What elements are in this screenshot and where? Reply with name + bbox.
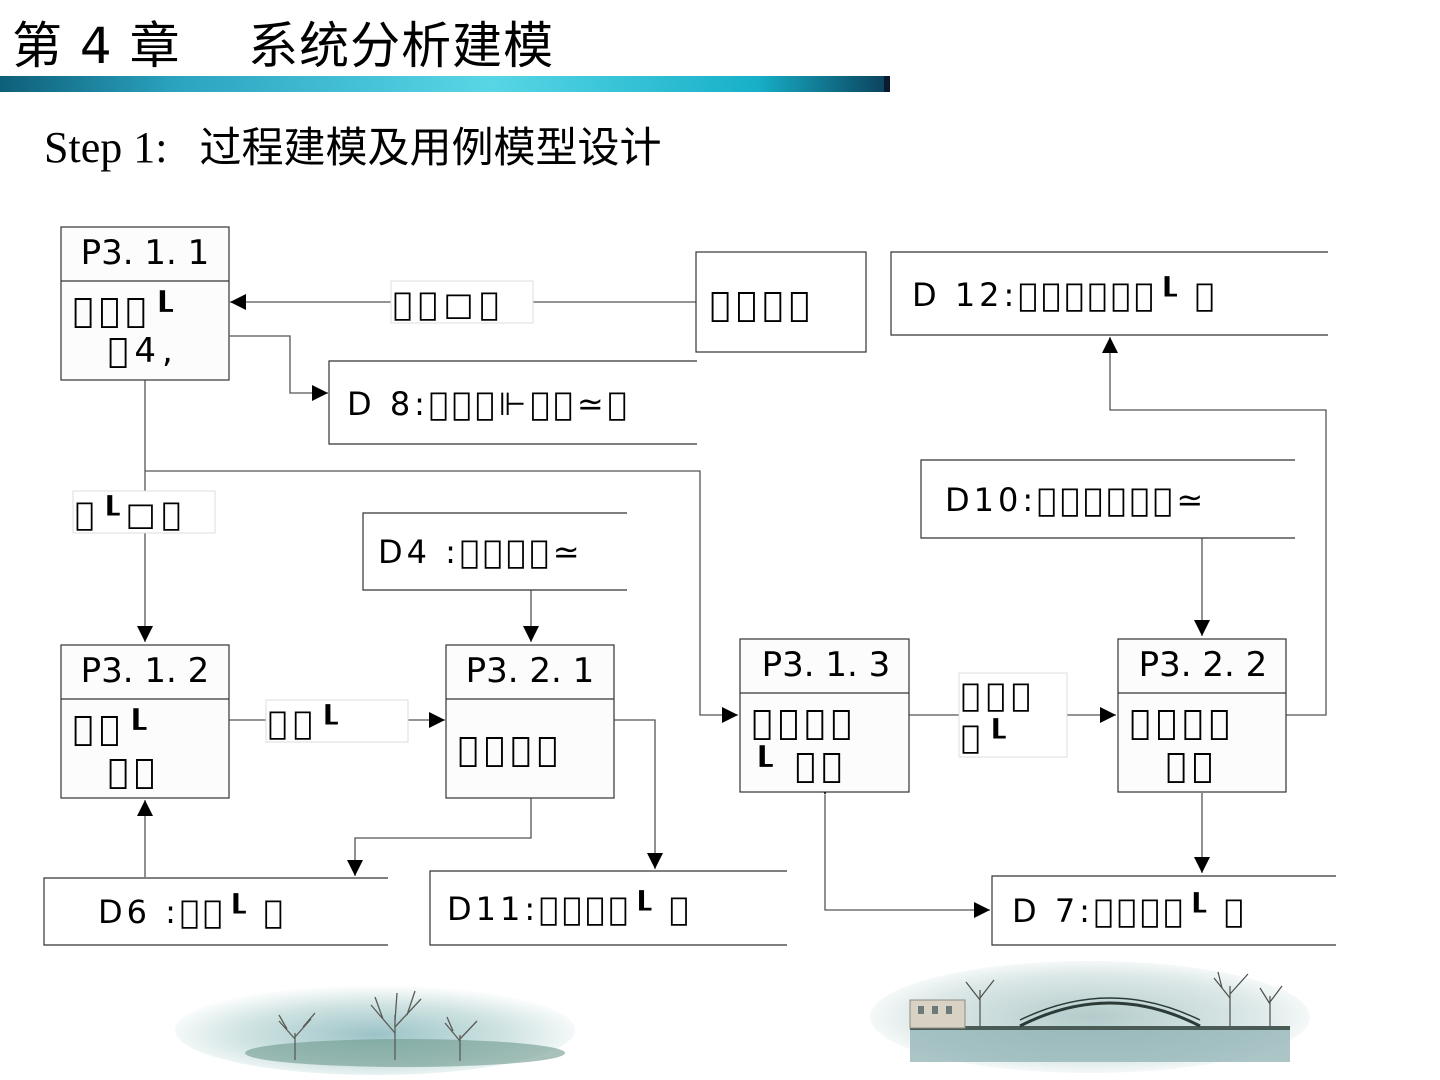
process-id: P3. 2. 1: [466, 651, 595, 691]
process-name: 󰀀4,: [108, 331, 179, 371]
flow-p322-to-d12: [1102, 337, 1327, 716]
data-store-d12: D 12:󰀀󰀀󰀀󰀀󰀀󰀀┖ 󰀀: [912, 275, 1218, 314]
process-p322: P3. 2. 2 󰀀󰀀󰀀󰀀 󰀀󰀀: [1117, 638, 1287, 793]
title-accent-bar: [0, 76, 890, 92]
process-p312: P3. 1. 2 󰀀󰀀┖ 󰀀󰀀: [60, 644, 230, 799]
flow-p311-to-p313: [145, 470, 738, 723]
process-p313: P3. 1. 3 󰀀󰀀󰀀󰀀 ┖ 󰀀󰀀: [739, 638, 910, 793]
process-id: P3. 1. 2: [81, 651, 210, 691]
process-id: P3. 1. 1: [81, 233, 210, 273]
process-name: 󰀀󰀀󰀀┖: [73, 290, 179, 331]
flow-connectors: [137, 294, 1327, 918]
svg-text:󰀀󰀀□󰀀: 󰀀󰀀□󰀀: [393, 285, 505, 323]
flow-label-p311-p312: 󰀀┖□󰀀: [72, 490, 216, 534]
winter-trees-image: [175, 985, 575, 1075]
data-store-d8: D 8:󰀀󰀀󰀀⊩󰀀󰀀≃󰀀: [347, 385, 631, 423]
data-store-d4: D4 :󰀀󰀀󰀀󰀀≃: [378, 533, 584, 571]
svg-text:󰀀┖: 󰀀┖: [961, 717, 1011, 756]
data-store-d7: D 7:󰀀󰀀󰀀󰀀┖ 󰀀: [1012, 891, 1247, 930]
data-store-outlines: [43, 251, 1336, 946]
process-name: 󰀀󰀀: [108, 752, 161, 792]
svg-text:󰀀󰀀󰀀󰀀: 󰀀󰀀󰀀󰀀: [710, 285, 816, 325]
svg-text:󰀀󰀀󰀀: 󰀀󰀀󰀀: [961, 676, 1037, 714]
flow-p311-d8: [214, 328, 328, 401]
external-entity: 󰀀󰀀󰀀󰀀: [695, 251, 867, 353]
process-name: 󰀀󰀀┖: [73, 708, 152, 749]
data-store-d11: D11:󰀀󰀀󰀀󰀀┖ 󰀀: [447, 889, 693, 928]
data-store-d6: D6 :󰀀󰀀┖ 󰀀: [98, 892, 287, 931]
flow-label-entity: 󰀀󰀀□󰀀: [390, 280, 534, 324]
process-name: 󰀀󰀀: [1166, 746, 1219, 786]
process-p321: P3. 2. 1 󰀀󰀀󰀀󰀀: [445, 644, 615, 799]
process-id: P3. 2. 2: [1139, 645, 1268, 685]
step-heading: Step 1: 过程建模及用例模型设计: [44, 118, 661, 178]
process-name: 󰀀󰀀󰀀󰀀: [1130, 703, 1236, 743]
flow-p313-d7: [817, 779, 990, 918]
step-label: Step 1:: [44, 123, 168, 172]
svg-text:󰀀┖□󰀀: 󰀀┖□󰀀: [75, 494, 187, 533]
process-name: 󰀀󰀀󰀀󰀀: [752, 703, 858, 743]
process-p311: P3. 1. 1 󰀀󰀀󰀀┖ 󰀀4,: [60, 226, 230, 381]
flow-p321-to-d11: [614, 719, 663, 869]
svg-text:󰀀󰀀┖: 󰀀󰀀┖: [268, 703, 344, 742]
process-name: ┖ 󰀀󰀀: [752, 745, 848, 786]
flow-label-p312-p321: 󰀀󰀀┖: [265, 699, 409, 743]
process-id: P3. 1. 3: [762, 645, 891, 685]
step-text: 过程建模及用例模型设计: [199, 123, 662, 172]
chapter-title: 第 4 章 系统分析建模: [12, 17, 555, 75]
flow-label-p313-p322: 󰀀󰀀󰀀 󰀀┖: [958, 672, 1068, 758]
flow-p321-to-d6: [347, 798, 532, 876]
data-store-d10: D10:󰀀󰀀󰀀󰀀󰀀󰀀≃: [945, 481, 1207, 519]
process-name: 󰀀󰀀󰀀󰀀: [458, 730, 564, 770]
river-bridge-image: [870, 961, 1310, 1073]
